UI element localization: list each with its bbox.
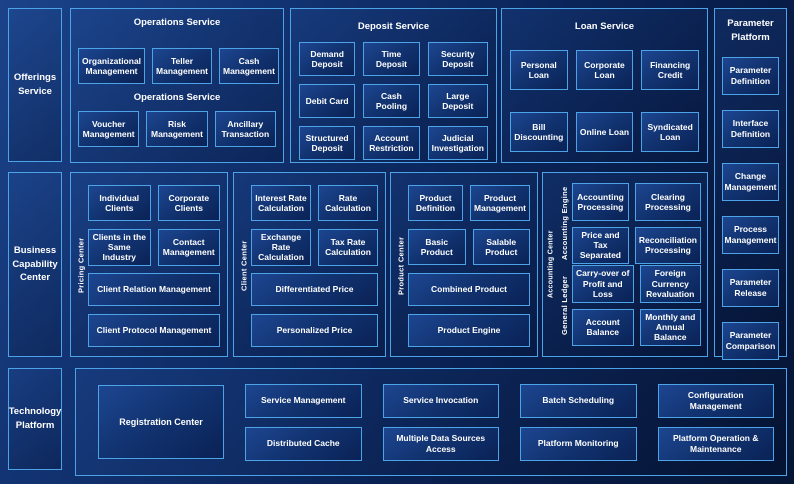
box-monthly-annual-balance: Monthly and Annual Balance bbox=[639, 308, 701, 346]
box-financing-credit: Financing Credit bbox=[641, 50, 699, 90]
box-batch-scheduling: Batch Scheduling bbox=[520, 383, 637, 418]
panel-loan-service: Loan Service Personal Loan Corporate Loa… bbox=[501, 8, 708, 163]
panel-deposit-service: Deposit Service Demand Deposit Time Depo… bbox=[290, 8, 497, 163]
box-organizational-management: Organizational Management bbox=[78, 48, 146, 84]
box-tax-rate-calculation: Tax Rate Calculation bbox=[318, 229, 378, 266]
box-structured-deposit: Structured Deposit bbox=[299, 126, 356, 160]
accounting-center-label: Accounting Center bbox=[547, 230, 555, 299]
box-carry-over-profit-loss: Carry-over of Profit and Loss bbox=[572, 265, 634, 303]
box-account-restriction: Account Restriction bbox=[363, 126, 420, 160]
operations-service-title: Operations Service bbox=[133, 17, 221, 28]
deposit-service-title: Deposit Service bbox=[357, 21, 430, 32]
box-ancillary-transaction: Ancillary Transaction bbox=[214, 111, 276, 147]
box-service-invocation: Service Invocation bbox=[382, 383, 499, 418]
section-label-offerings-service: Offerings Service bbox=[8, 8, 62, 162]
box-interest-rate-calculation: Interest Rate Calculation bbox=[251, 185, 311, 221]
section-label-business-capability-center: Business Capability Center bbox=[8, 172, 62, 357]
general-ledger-group: General Ledger Carry-over of Profit and … bbox=[557, 265, 701, 346]
box-product-engine: Product Engine bbox=[408, 314, 530, 347]
panel-accounting-center: Accounting Center Accounting Engine Acco… bbox=[542, 172, 708, 357]
box-corporate-loan: Corporate Loan bbox=[575, 50, 634, 90]
section-label-technology-platform: Technology Platform bbox=[8, 368, 62, 470]
panel-parameter-platform: Parameter Platform Parameter Definition … bbox=[714, 8, 787, 360]
box-distributed-cache: Distributed Cache bbox=[245, 426, 362, 461]
box-corporate-clients: Corporate Clients bbox=[157, 185, 220, 221]
box-large-deposit: Large Deposit bbox=[427, 84, 488, 118]
box-parameter-release: Parameter Release bbox=[722, 268, 779, 307]
box-basic-product: Basic Product bbox=[408, 229, 466, 265]
box-platform-operation-maintenance: Platform Operation & Maintenance bbox=[657, 426, 774, 461]
box-process-management: Process Management bbox=[722, 215, 779, 254]
box-individual-clients: Individual Clients bbox=[88, 185, 151, 221]
box-configuration-management: Configuration Management bbox=[657, 383, 774, 418]
box-parameter-definition: Parameter Definition bbox=[722, 56, 779, 95]
parameter-platform-title: Parameter Platform bbox=[727, 18, 774, 44]
box-price-and-tax-separated: Price and Tax Separated bbox=[572, 226, 629, 264]
box-clients-same-industry: Clients in the Same Industry bbox=[88, 229, 151, 266]
box-time-deposit: Time Deposit bbox=[363, 42, 420, 76]
loan-service-title: Loan Service bbox=[574, 21, 635, 32]
accounting-engine-group: Accounting Engine Accounting Processing … bbox=[557, 183, 701, 264]
panel-pricing-center: Pricing Center Individual Clients Corpor… bbox=[70, 172, 228, 357]
box-registration-center: Registration Center bbox=[98, 385, 224, 459]
box-foreign-currency-revaluation: Foreign Currency Revaluation bbox=[639, 265, 701, 303]
box-exchange-rate-calculation: Exchange Rate Calculation bbox=[251, 229, 311, 266]
box-product-management: Product Management bbox=[470, 185, 530, 221]
box-clearing-processing: Clearing Processing bbox=[634, 183, 701, 221]
box-salable-product: Salable Product bbox=[472, 229, 530, 265]
box-voucher-management: Voucher Management bbox=[78, 111, 140, 147]
box-risk-management: Risk Management bbox=[146, 111, 208, 147]
box-demand-deposit: Demand Deposit bbox=[299, 42, 356, 76]
panel-product-center: Product Center Product Definition Produc… bbox=[390, 172, 538, 357]
box-security-deposit: Security Deposit bbox=[427, 42, 488, 76]
box-product-definition: Product Definition bbox=[408, 185, 464, 221]
box-platform-monitoring: Platform Monitoring bbox=[520, 426, 637, 461]
box-online-loan: Online Loan bbox=[575, 112, 634, 152]
box-account-balance: Account Balance bbox=[572, 308, 634, 346]
box-reconciliation-processing: Reconciliation Processing bbox=[634, 226, 701, 264]
box-differentiated-price: Differentiated Price bbox=[251, 273, 378, 306]
box-service-management: Service Management bbox=[245, 383, 362, 418]
operations-service-subtitle: Operations Service bbox=[133, 92, 221, 103]
box-debit-card: Debit Card bbox=[299, 84, 356, 118]
box-multiple-data-sources-access: Multiple Data Sources Access bbox=[382, 426, 499, 461]
box-syndicated-loan: Syndicated Loan bbox=[641, 112, 699, 152]
client-center-label: Client Center bbox=[239, 240, 249, 291]
box-rate-calculation: Rate Calculation bbox=[318, 185, 378, 221]
product-center-label: Product Center bbox=[396, 236, 406, 295]
box-parameter-comparison: Parameter Comparison bbox=[722, 321, 779, 360]
box-teller-management: Teller Management bbox=[152, 48, 212, 84]
box-personalized-price: Personalized Price bbox=[251, 314, 378, 347]
pricing-center-label: Pricing Center bbox=[76, 237, 86, 294]
general-ledger-label: General Ledger bbox=[560, 275, 569, 336]
box-accounting-processing: Accounting Processing bbox=[572, 183, 629, 221]
box-judicial-investigation: Judicial Investigation bbox=[427, 126, 488, 160]
box-contact-management: Contact Management bbox=[157, 229, 220, 266]
box-client-protocol-management: Client Protocol Management bbox=[88, 314, 220, 347]
box-change-management: Change Management bbox=[722, 162, 779, 201]
panel-client-center: Client Center Interest Rate Calculation … bbox=[233, 172, 386, 357]
box-cash-pooling: Cash Pooling bbox=[363, 84, 420, 118]
box-personal-loan: Personal Loan bbox=[510, 50, 568, 90]
panel-technology-platform: Registration Center Service Management S… bbox=[75, 368, 787, 476]
box-interface-definition: Interface Definition bbox=[722, 109, 779, 148]
box-bill-discounting: Bill Discounting bbox=[510, 112, 568, 152]
panel-operations-service: Operations Service Organizational Manage… bbox=[70, 8, 284, 163]
accounting-engine-label: Accounting Engine bbox=[560, 186, 569, 261]
box-combined-product: Combined Product bbox=[408, 273, 530, 306]
box-client-relation-management: Client Relation Management bbox=[88, 273, 220, 306]
box-cash-management: Cash Management bbox=[219, 48, 279, 84]
